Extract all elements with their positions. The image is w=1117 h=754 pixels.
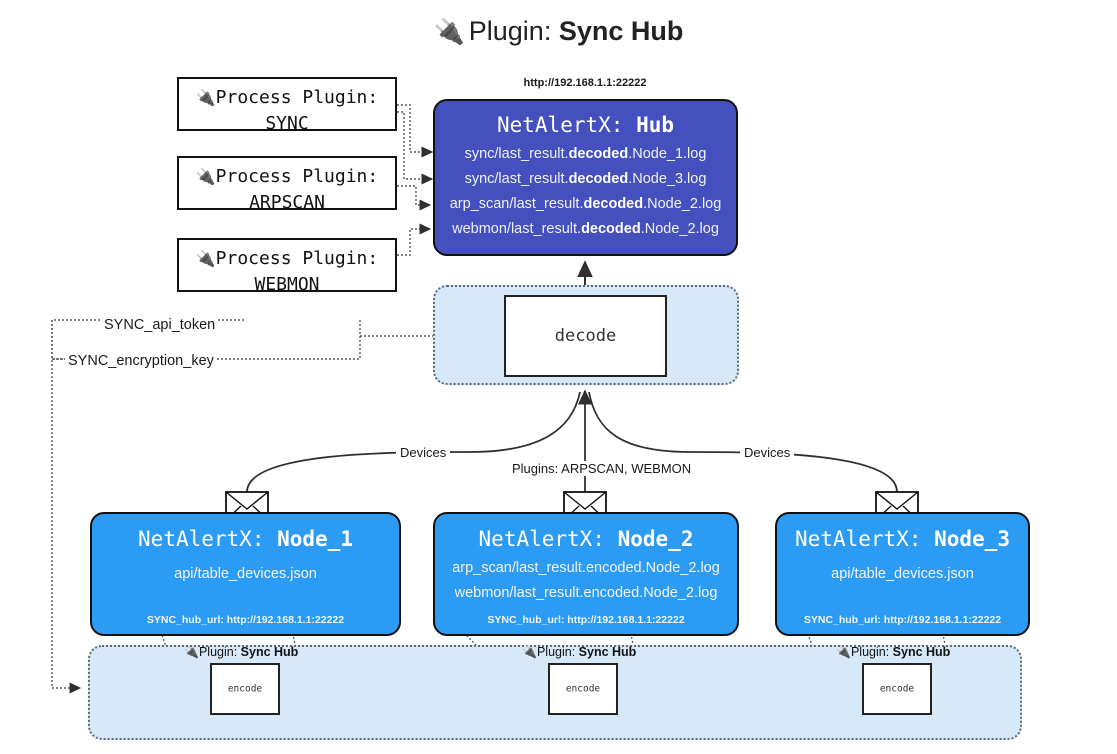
plug-icon: 🔌	[836, 645, 851, 659]
hub-url-label: http://192.168.1.1:22222	[523, 77, 647, 89]
hub-log-pre: webmon/last_result.	[452, 221, 582, 237]
process-plugin-webmon-name: WEBMON	[254, 273, 320, 295]
edge-node3-to-decode	[588, 391, 898, 493]
plug-icon: 🔌	[195, 167, 216, 186]
encode-caption-node-3: 🔌Plugin: Sync Hub	[836, 645, 950, 659]
page-title-name: Sync Hub	[558, 16, 684, 46]
hub-log-post: .Node_3.log	[628, 171, 707, 187]
process-plugin-arpscan-name: ARPSCAN	[249, 191, 325, 213]
node-log-line: webmon/last_result.encoded.Node_2.log	[454, 585, 718, 601]
process-plugin-webmon-label: Process Plugin:	[215, 248, 379, 269]
edge-node1-to-decode	[246, 391, 581, 493]
decode-box[interactable]: decode	[504, 295, 667, 377]
node-title: NetAlertX: Node_2	[435, 527, 737, 551]
node-hub-url: SYNC_hub_url: http://192.168.1.1:22222	[803, 614, 1002, 626]
edge-label-devices-left: Devices	[396, 445, 451, 460]
node-title-prefix: NetAlertX:	[795, 527, 935, 551]
hub-title: NetAlertX: Hub	[435, 113, 736, 137]
encode-box-node-1[interactable]: encode	[210, 663, 280, 715]
node-hub-url: SYNC_hub_url: http://192.168.1.1:22222	[146, 614, 345, 626]
hub-log-line: arp_scan/last_result.decoded.Node_2.log	[435, 196, 736, 212]
process-plugin-webmon-box[interactable]: 🔌Process Plugin: WEBMON	[177, 238, 397, 295]
hub-node-box[interactable]: NetAlertX: Hub sync/last_result.decoded.…	[433, 99, 738, 256]
plug-icon: 🔌	[184, 645, 199, 659]
encode-caption-prefix: Plugin:	[198, 645, 241, 659]
encode-label: encode	[565, 683, 601, 695]
hub-log-pre: sync/last_result.	[464, 171, 569, 187]
node-title-name: Node_1	[277, 527, 353, 551]
hub-log-line: webmon/last_result.decoded.Node_2.log	[435, 221, 736, 237]
edge-sync-to-hub1	[397, 104, 434, 158]
node-title-prefix: NetAlertX:	[478, 527, 618, 551]
process-plugin-arpscan-box[interactable]: 🔌Process Plugin: ARPSCAN	[177, 156, 397, 213]
plug-icon: 🔌	[195, 249, 216, 268]
encode-caption-name: Sync Hub	[240, 645, 299, 659]
plug-icon: 🔌	[433, 18, 465, 46]
process-plugin-sync-name: SYNC	[265, 112, 309, 134]
decode-label: decode	[554, 326, 617, 346]
hub-log-em: decoded	[583, 196, 644, 212]
hub-log-em: decoded	[581, 221, 641, 237]
page-title-prefix: Plugin:	[468, 16, 559, 46]
encode-label: encode	[227, 683, 263, 695]
hub-log-em: decoded	[568, 171, 629, 187]
hub-log-post: .Node_1.log	[628, 146, 707, 162]
plug-icon: 🔌	[522, 645, 537, 659]
encode-caption-prefix: Plugin:	[536, 645, 579, 659]
hub-title-prefix: NetAlertX:	[496, 113, 637, 137]
hub-log-pre: sync/last_result.	[464, 146, 569, 162]
process-plugin-sync-label: Process Plugin:	[215, 87, 379, 108]
edge-arpscan-to-hub	[397, 185, 432, 211]
node-title-prefix: NetAlertX:	[138, 527, 278, 551]
node-log-line: api/table_devices.json	[174, 566, 317, 582]
node-title: NetAlertX: Node_1	[92, 527, 399, 551]
page-title: 🔌Plugin: Sync Hub	[0, 16, 1117, 47]
edge-label-devices-right: Devices	[740, 445, 795, 460]
plug-icon: 🔌	[195, 88, 216, 107]
edge-webmon-to-hub	[397, 223, 432, 256]
encode-caption-name: Sync Hub	[892, 645, 951, 659]
node-log-line: api/table_devices.json	[831, 566, 974, 582]
node-title-name: Node_3	[934, 527, 1010, 551]
encode-caption-name: Sync Hub	[578, 645, 637, 659]
hub-log-line: sync/last_result.decoded.Node_3.log	[435, 171, 736, 187]
encode-label: encode	[879, 683, 915, 695]
sync-encryption-key-label: SYNC_encryption_key	[65, 353, 217, 369]
node-title-name: Node_2	[617, 527, 694, 551]
node-hub-url: SYNC_hub_url: http://192.168.1.1:22222	[487, 614, 685, 626]
hub-log-post: .Node_2.log	[640, 221, 719, 237]
node-box-node-3[interactable]: NetAlertX: Node_3 api/table_devices.json…	[775, 512, 1030, 636]
hub-log-line: sync/last_result.decoded.Node_1.log	[435, 146, 736, 162]
hub-log-pre: arp_scan/last_result.	[449, 196, 584, 212]
edge-sync-to-hub2	[397, 111, 434, 185]
edge-label-plugins: Plugins: ARPSCAN, WEBMON	[508, 461, 696, 476]
encode-caption-node-2: 🔌Plugin: Sync Hub	[522, 645, 636, 659]
encode-box-node-3[interactable]: encode	[862, 663, 932, 715]
encode-caption-prefix: Plugin:	[850, 645, 893, 659]
encode-box-node-2[interactable]: encode	[548, 663, 618, 715]
process-plugin-arpscan-label: Process Plugin:	[215, 166, 379, 187]
edge-keys-rail-to-encoders	[51, 320, 82, 694]
sync-api-token-label: SYNC_api_token	[101, 317, 219, 333]
node-log-line: arp_scan/last_result.encoded.Node_2.log	[452, 560, 720, 576]
encode-caption-node-1: 🔌Plugin: Sync Hub	[184, 645, 298, 659]
node-box-node-1[interactable]: NetAlertX: Node_1 api/table_devices.json…	[90, 512, 401, 636]
hub-log-post: .Node_2.log	[643, 196, 722, 212]
process-plugin-sync-box[interactable]: 🔌Process Plugin: SYNC	[177, 77, 397, 134]
node-title: NetAlertX: Node_3	[777, 527, 1028, 551]
hub-title-name: Hub	[636, 113, 674, 137]
hub-log-em: decoded	[568, 146, 629, 162]
node-box-node-2[interactable]: NetAlertX: Node_2 arp_scan/last_result.e…	[433, 512, 739, 636]
